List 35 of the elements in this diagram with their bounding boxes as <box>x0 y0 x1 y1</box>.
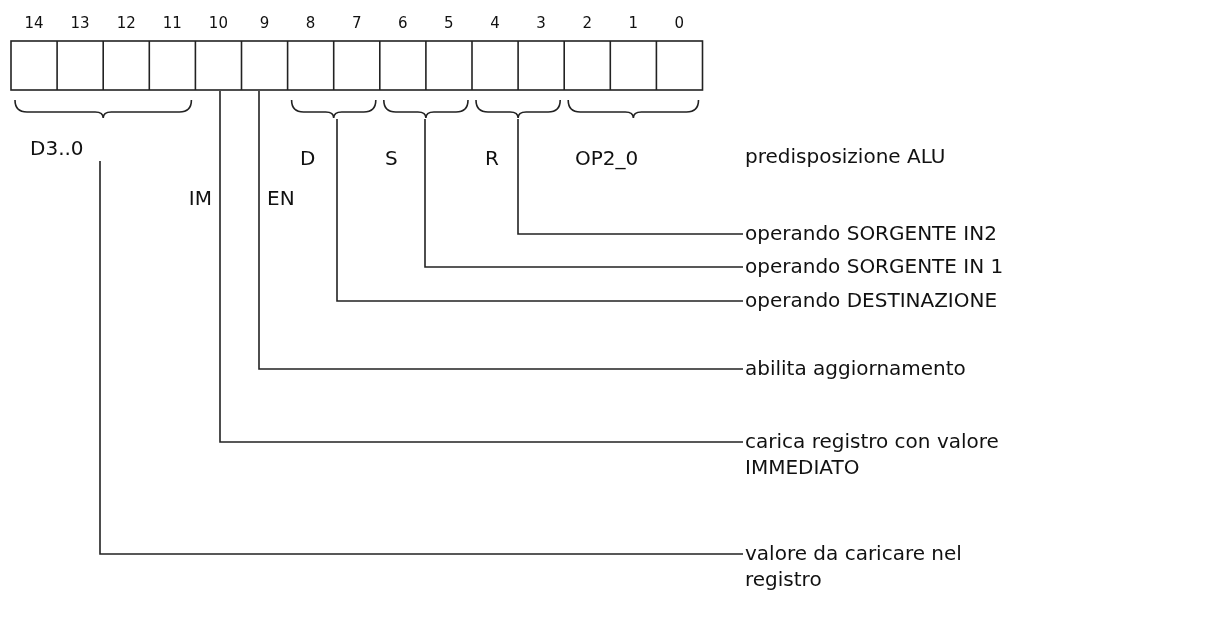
leader-line <box>258 90 744 370</box>
leader-line <box>517 118 744 235</box>
bit-number: 14 <box>23 14 45 32</box>
bit-number: 13 <box>69 14 91 32</box>
bit-number: 3 <box>535 14 547 32</box>
leader-line <box>336 118 744 302</box>
bit-number: 10 <box>207 14 229 32</box>
field-description: operando DESTINAZIONE <box>745 287 1075 313</box>
bit-number: 6 <box>397 14 409 32</box>
field-label: D <box>300 145 340 171</box>
bit-number: 11 <box>161 14 183 32</box>
bit-number: 2 <box>581 14 593 32</box>
field-label: IM <box>170 185 220 211</box>
field-label: D3..0 <box>30 135 150 161</box>
field-description: abilita aggiornamento <box>745 355 1075 381</box>
bit-number: 5 <box>443 14 455 32</box>
bit-number: 8 <box>304 14 317 32</box>
field-description: carica registro con valore IMMEDIATO <box>745 428 1025 480</box>
field-description: predisposizione ALU <box>745 143 1075 169</box>
bit-number: 1 <box>627 14 640 32</box>
bit-number: 4 <box>489 14 501 32</box>
bit-number: 7 <box>350 14 363 32</box>
leader-line <box>219 90 744 443</box>
bit-number: 12 <box>115 14 137 32</box>
field-label: R <box>485 145 522 171</box>
bit-number: 9 <box>258 14 271 32</box>
field-description: OP2_0 <box>575 145 705 171</box>
field-description: operando SORGENTE IN 1 <box>745 253 1075 279</box>
field-label: S <box>385 145 429 171</box>
leader-line <box>424 118 744 268</box>
leader-line <box>99 160 744 555</box>
bit-number: 0 <box>673 14 686 32</box>
field-description: operando SORGENTE IN2 <box>745 220 1075 246</box>
field-description: valore da caricare nel registro <box>745 540 1025 592</box>
field-label: EN <box>259 185 305 211</box>
